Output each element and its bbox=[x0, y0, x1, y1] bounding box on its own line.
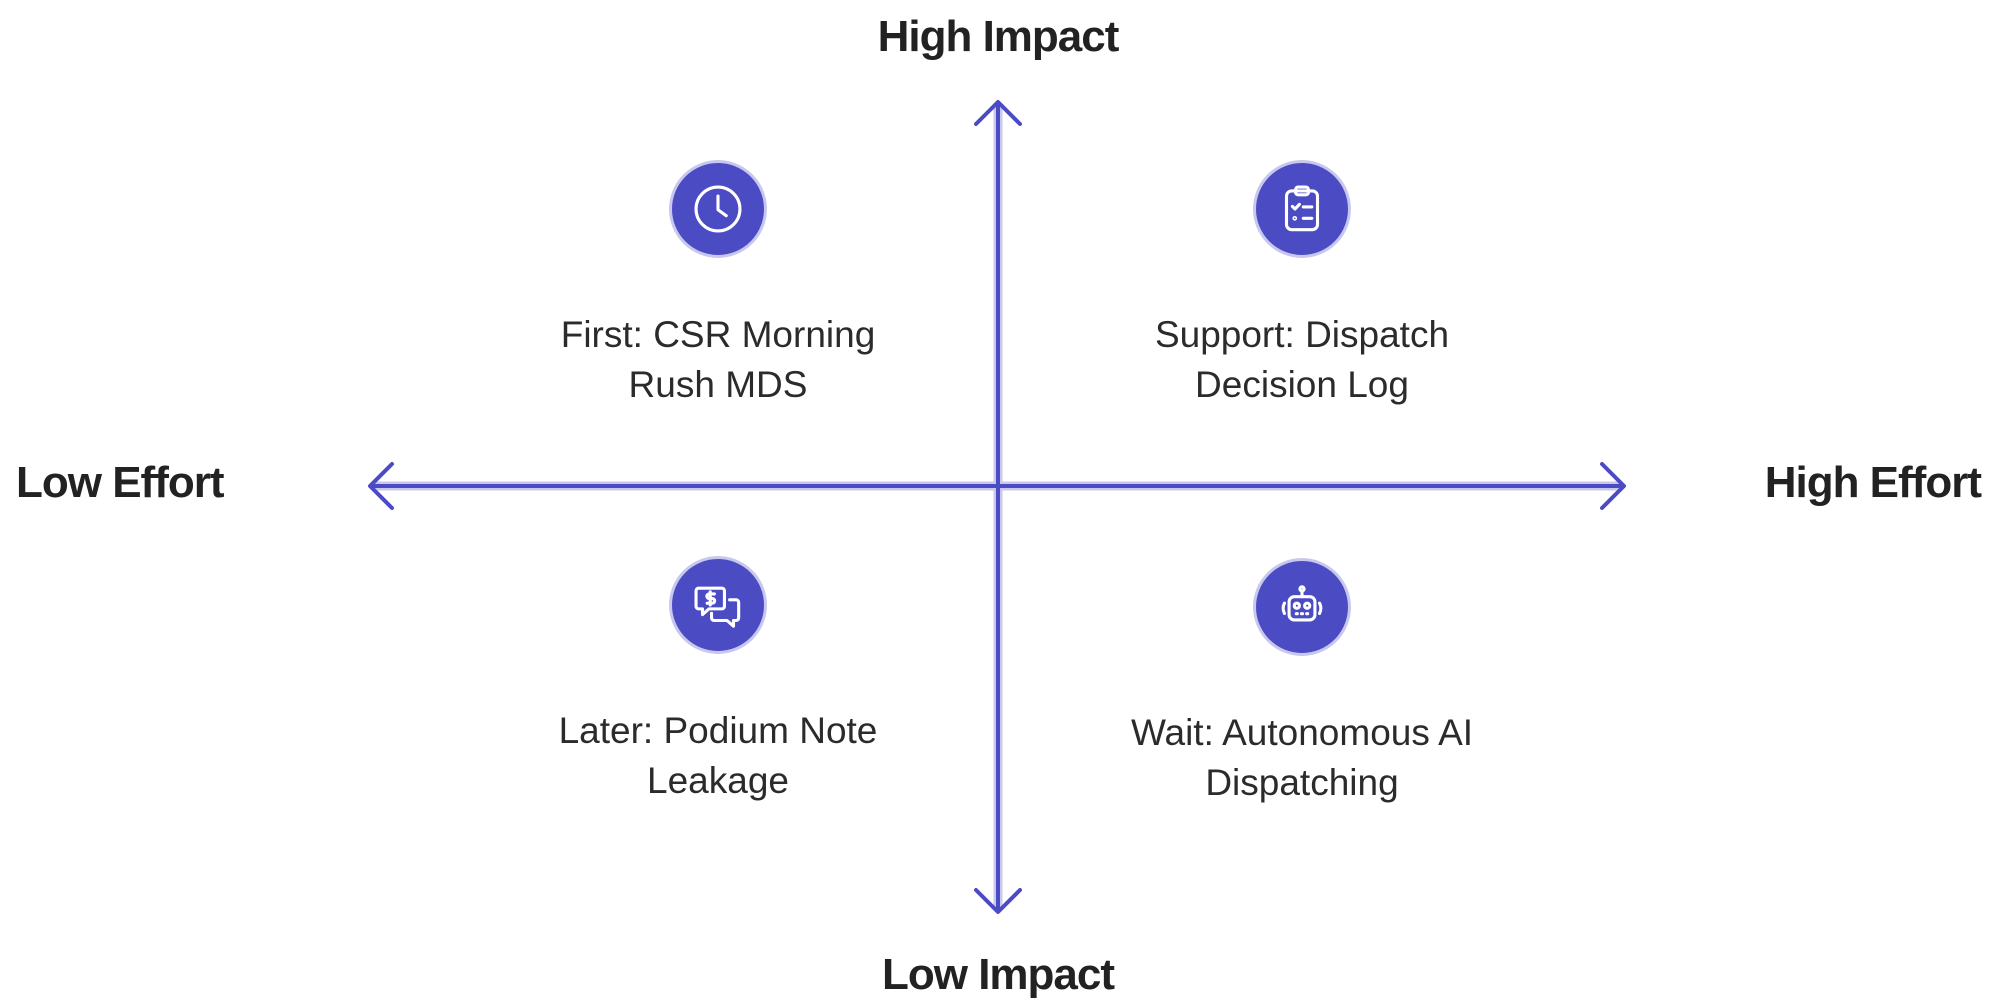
quadrant-label-line2: Dispatching bbox=[1205, 762, 1399, 803]
quadrant-label: Later: Podium Note Leakage bbox=[518, 706, 918, 806]
quadrant-label-line1: Later: Podium Note bbox=[558, 710, 878, 751]
quadrant-bottom-left: Later: Podium Note Leakage bbox=[518, 556, 918, 806]
quadrant-bottom-right: Wait: Autonomous AI Dispatching bbox=[1102, 558, 1502, 808]
arrow-up-icon bbox=[974, 100, 1022, 126]
axis-label-high-effort: High Effort bbox=[1764, 458, 1982, 507]
arrow-left-icon bbox=[368, 462, 394, 510]
axis-label-high-impact: High Impact bbox=[877, 12, 1120, 61]
axis-label-low-effort: Low Effort bbox=[16, 458, 225, 507]
quadrant-label-line2: Decision Log bbox=[1195, 364, 1409, 405]
quadrant-label-line2: Rush MDS bbox=[628, 364, 808, 405]
arrow-down-icon bbox=[974, 888, 1022, 914]
clipboard-checklist-icon bbox=[1253, 160, 1351, 258]
quadrant-label: Support: Dispatch Decision Log bbox=[1102, 310, 1502, 410]
quadrant-label-line2: Leakage bbox=[647, 760, 789, 801]
quadrant-label: Wait: Autonomous AI Dispatching bbox=[1102, 708, 1502, 808]
quadrant-label-line1: Support: Dispatch bbox=[1154, 314, 1450, 355]
quadrant-label: First: CSR Morning Rush MDS bbox=[518, 310, 918, 410]
axis-label-low-impact: Low Impact bbox=[881, 950, 1115, 999]
quadrant-label-line1: Wait: Autonomous AI bbox=[1130, 712, 1474, 753]
chat-dollar-icon bbox=[669, 556, 767, 654]
quadrant-label-line1: First: CSR Morning bbox=[560, 314, 876, 355]
quadrant-top-right: Support: Dispatch Decision Log bbox=[1102, 160, 1502, 410]
arrow-right-icon bbox=[1600, 462, 1626, 510]
clock-icon bbox=[669, 160, 767, 258]
quadrant-top-left: First: CSR Morning Rush MDS bbox=[518, 160, 918, 410]
robot-icon bbox=[1253, 558, 1351, 656]
